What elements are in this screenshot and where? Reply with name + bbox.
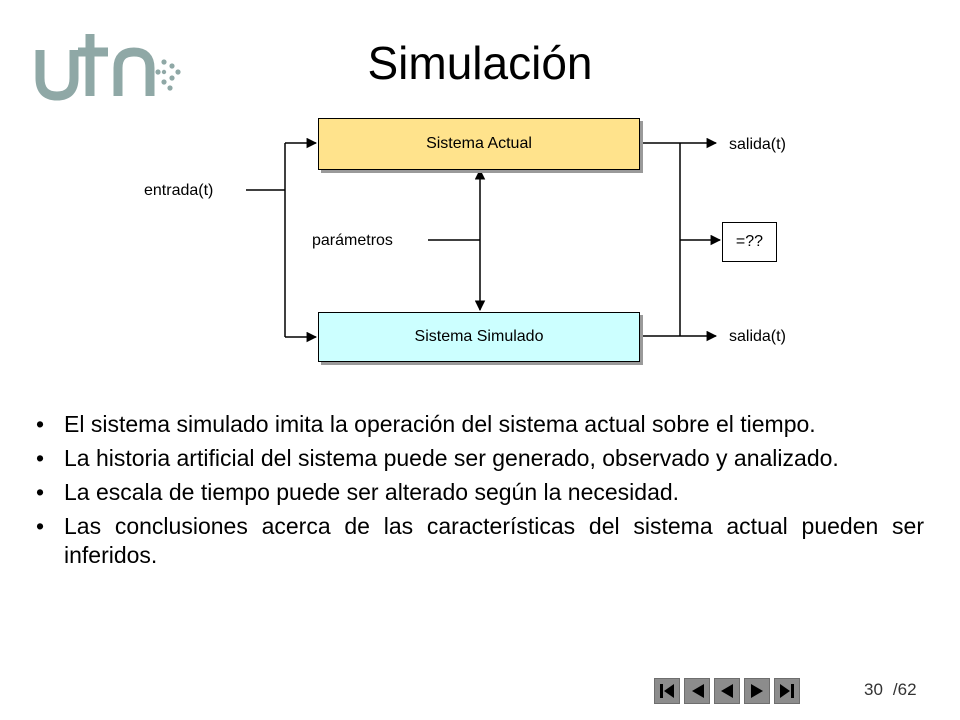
first-icon[interactable] [654,678,680,704]
previous-icon[interactable] [714,678,740,704]
output-bottom-label: salida(t) [729,328,786,345]
bullet-dot: • [36,513,45,539]
slide-navigation [654,678,800,704]
slide-title: Simulación [367,37,593,89]
bullet-dot: • [36,411,45,437]
bullet-list: •El sistema simulado imita la operación … [36,410,924,575]
actual-system-box: Sistema Actual [318,118,640,170]
utn-logo [35,34,181,101]
simulated-system-box: Sistema Simulado [318,312,640,362]
page-number: 30 [864,680,883,699]
bullet-dot: • [36,445,45,471]
bullet-item: •El sistema simulado imita la operación … [36,411,816,437]
params-label: parámetros [312,232,393,249]
back-icon[interactable] [684,678,710,704]
bullet-item: •La historia artificial del sistema pued… [36,445,839,471]
input-label: entrada(t) [144,182,214,199]
page-indicator: 30/62 [864,680,917,700]
bullet-item: •Las conclusiones acerca de las caracter… [36,513,924,568]
output-top-label: salida(t) [729,136,786,153]
compare-box: =?? [722,222,777,262]
bullet-dot: • [36,479,45,505]
bullet-item: •La escala de tiempo puede ser alterado … [36,479,680,505]
last-icon[interactable] [774,678,800,704]
next-icon[interactable] [744,678,770,704]
block-diagram [246,137,722,343]
page-total: /62 [892,680,917,699]
